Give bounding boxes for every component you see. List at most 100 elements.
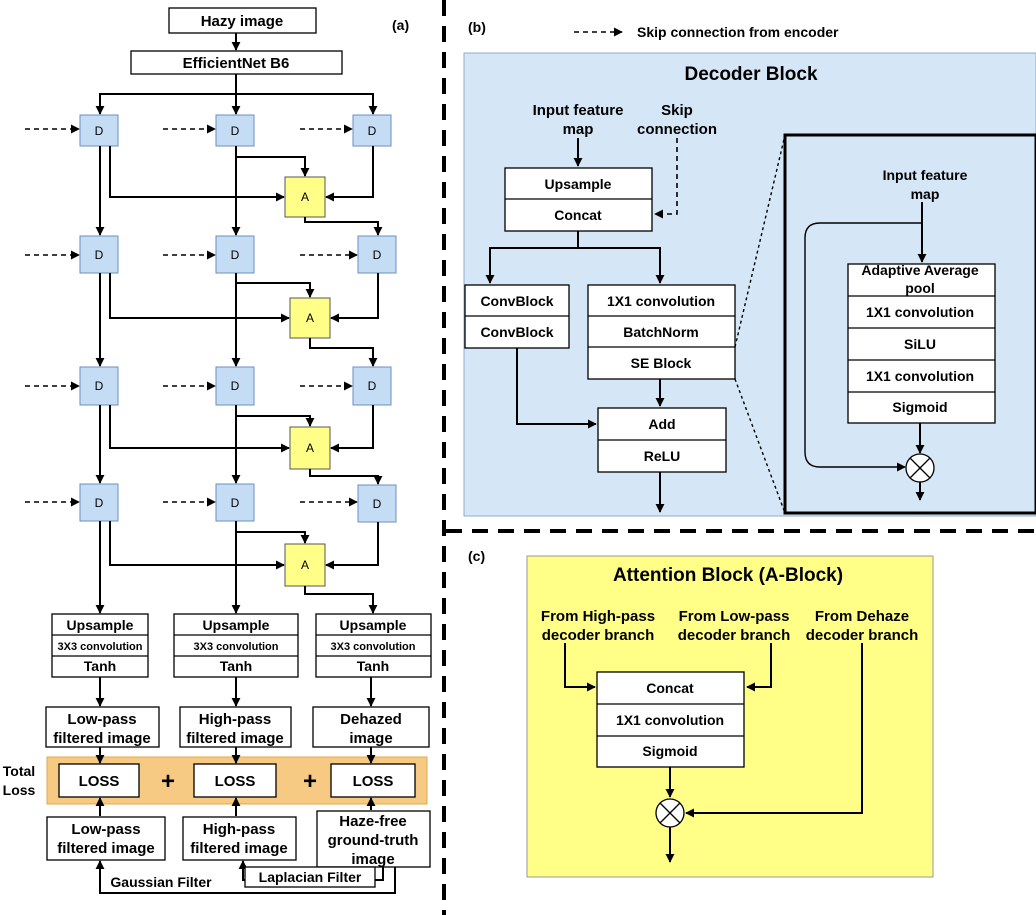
- head-tanh-label: Tanh: [84, 658, 116, 674]
- decoder-node-r3-low: [79, 366, 119, 406]
- decoder-node-r3-dehaze: [352, 366, 392, 406]
- decoder-node-r2-dehaze: [357, 235, 397, 274]
- se-conv2-label: 1X1 convolution: [866, 368, 974, 384]
- gaussian-filter-bg: [109, 873, 213, 891]
- attention-node-r3: [289, 426, 331, 470]
- decoder-node-r4-low: [79, 483, 119, 522]
- residual-stack: 1X1 convolution BatchNorm SE Block: [587, 284, 736, 380]
- head-conv-label: 3X3 convolution: [194, 641, 279, 653]
- output-high-pass-line2: filtered image: [186, 730, 284, 747]
- attention-multiply-icon: [655, 798, 685, 828]
- head-high-pass: Upsample 3X3 convolution Tanh: [173, 613, 299, 678]
- attention-stack: Concat 1X1 convolution Sigmoid: [596, 671, 745, 768]
- from-dehaze-line2: decoder branch: [806, 627, 919, 644]
- decoder-node-label: D: [368, 379, 377, 393]
- target-low-pass-line2: filtered image: [57, 840, 155, 857]
- attention-node-label: A: [301, 558, 309, 572]
- target-low-pass: Low-pass filtered image: [46, 816, 166, 861]
- decoder-node-r4-high: [215, 483, 255, 522]
- relu-label: ReLU: [644, 448, 681, 464]
- decoder-node-label: D: [231, 379, 240, 393]
- from-high-line2: decoder branch: [542, 627, 655, 644]
- decoder-node-label: D: [368, 124, 377, 138]
- loss-label: LOSS: [215, 773, 256, 790]
- add-label: Add: [648, 416, 675, 432]
- panel-label-b: (b): [468, 19, 486, 35]
- laplacian-filter-label: Laplacian Filter: [259, 869, 362, 885]
- output-low-pass: Low-pass filtered image: [45, 706, 160, 748]
- se-silu-label: SiLU: [904, 336, 936, 352]
- from-low-line2: decoder branch: [678, 627, 791, 644]
- decoder-node-r1-low: [79, 114, 119, 147]
- se-input-line1: Input feature: [883, 167, 968, 183]
- from-high-line1: From High-pass: [541, 608, 655, 625]
- legend-skip-label: Skip connection from encoder: [637, 24, 839, 40]
- se-multiply-icon: [905, 453, 935, 483]
- decoder-node-r4-dehaze: [357, 484, 397, 523]
- output-low-pass-line2: filtered image: [53, 730, 151, 747]
- attention-node-r4: [284, 543, 326, 587]
- se-input-line2: map: [911, 186, 940, 202]
- se-stack: Adaptive Average pool 1X1 convolution Si…: [847, 262, 996, 424]
- head-upsample-label: Upsample: [203, 617, 270, 633]
- head-conv-label: 3X3 convolution: [331, 641, 416, 653]
- decoder-node-r2-high: [215, 235, 255, 274]
- loss-label: LOSS: [79, 773, 120, 790]
- decoder-node-label: D: [231, 248, 240, 262]
- target-high-pass-line2: filtered image: [190, 840, 288, 857]
- convblock-2-label: ConvBlock: [480, 324, 553, 340]
- decoder-block-title: Decoder Block: [684, 64, 817, 85]
- hazy-image-box: Hazy image: [168, 7, 317, 34]
- total-loss-label-line1: Total: [3, 763, 35, 779]
- target-high-pass: High-pass filtered image: [182, 816, 297, 861]
- decoder-node-label: D: [373, 248, 382, 262]
- upsample-concat-box: Upsample Concat: [504, 167, 653, 232]
- convblock-stack: ConvBlock ConvBlock: [464, 284, 570, 349]
- decoder-node-label: D: [231, 124, 240, 138]
- decoder-node-label: D: [95, 124, 104, 138]
- conv1x1-label: 1X1 convolution: [607, 293, 715, 309]
- from-low-line1: From Low-pass: [679, 608, 790, 625]
- output-high-pass: High-pass filtered image: [179, 706, 292, 748]
- upsample-label: Upsample: [545, 176, 612, 192]
- laplacian-filter-box: [244, 866, 376, 888]
- plus-sign: +: [161, 768, 175, 795]
- loss-label: LOSS: [353, 773, 394, 790]
- decoder-input-line2: map: [563, 121, 594, 138]
- decoder-node-label: D: [231, 496, 240, 510]
- decoder-node-label: D: [95, 379, 104, 393]
- efficientnet-label: EfficientNet B6: [183, 55, 290, 72]
- head-upsample-label: Upsample: [67, 617, 134, 633]
- batchnorm-label: BatchNorm: [623, 324, 698, 340]
- se-conv1-label: 1X1 convolution: [866, 304, 974, 320]
- total-loss-label-line2: Loss: [3, 782, 36, 798]
- plus-sign: +: [303, 768, 317, 795]
- attention-node-r2: [289, 297, 331, 339]
- se-sigmoid-label: Sigmoid: [892, 399, 947, 415]
- attention-node-label: A: [301, 190, 309, 204]
- se-block-label: SE Block: [631, 355, 692, 371]
- target-gt-line1: Haze-free: [339, 813, 407, 830]
- head-tanh-label: Tanh: [220, 658, 252, 674]
- add-relu-box: Add ReLU: [597, 407, 727, 473]
- output-dehazed-line1: Dehazed: [340, 711, 402, 728]
- from-dehaze-line1: From Dehaze: [815, 608, 909, 625]
- loss-box-low: LOSS: [58, 763, 140, 798]
- decoder-skip-line2: connection: [637, 121, 717, 138]
- decoder-input-line1: Input feature: [533, 102, 624, 119]
- attention-block-title: Attention Block (A-Block): [613, 565, 843, 586]
- attention-concat-label: Concat: [646, 680, 694, 696]
- attention-node-label: A: [306, 311, 314, 325]
- output-low-pass-line1: Low-pass: [67, 711, 136, 728]
- concat-label: Concat: [554, 207, 602, 223]
- target-gt-line3: image: [351, 851, 394, 868]
- target-high-pass-line1: High-pass: [203, 821, 276, 838]
- convblock-1-label: ConvBlock: [480, 293, 553, 309]
- head-upsample-label: Upsample: [340, 617, 407, 633]
- gaussian-filter-label: Gaussian Filter: [110, 874, 212, 890]
- target-gt-line2: ground-truth: [328, 832, 419, 849]
- decoder-node-label: D: [95, 496, 104, 510]
- decoder-node-label: D: [95, 248, 104, 262]
- panel-label-a: (a): [392, 17, 409, 33]
